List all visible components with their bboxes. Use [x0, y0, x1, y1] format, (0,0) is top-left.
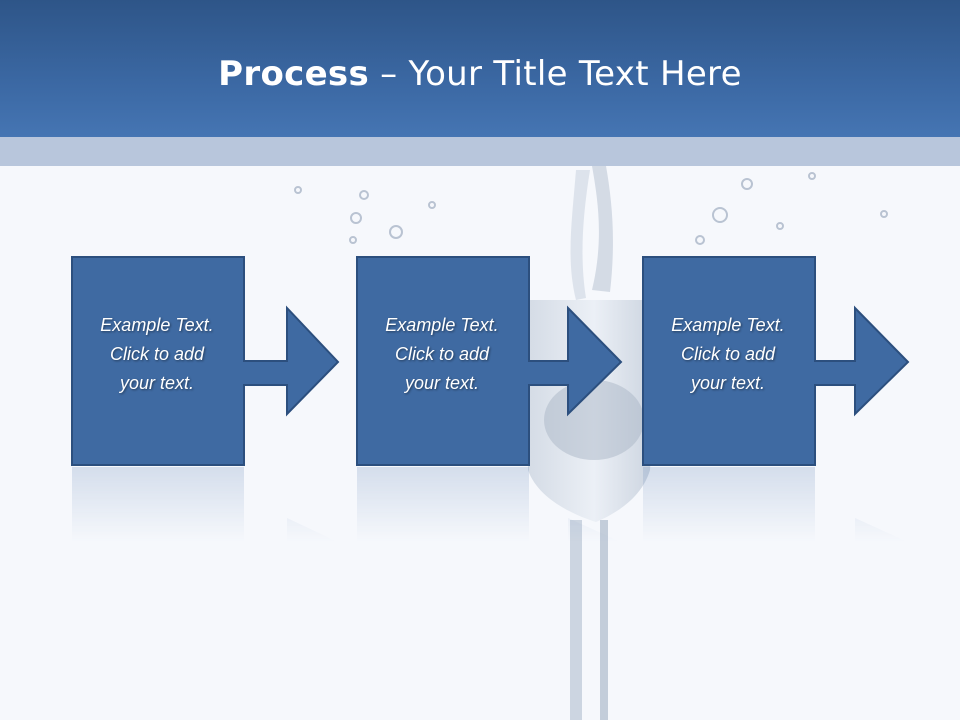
step-text-line: Example Text.: [385, 315, 499, 335]
right-arrow-icon: [71, 256, 340, 466]
step-2-reflection: [357, 467, 621, 542]
step-text-line: Click to add: [680, 344, 776, 364]
step-1-text[interactable]: Example Text. Click to add your text.: [71, 311, 243, 398]
step-text-line: your text.: [690, 373, 766, 393]
process-step-3[interactable]: Example Text. Click to add your text.: [642, 256, 912, 466]
step-text-line: your text.: [404, 373, 480, 393]
step-text-line: your text.: [119, 373, 195, 393]
step-3-text[interactable]: Example Text. Click to add your text.: [642, 311, 814, 398]
step-2-text[interactable]: Example Text. Click to add your text.: [356, 311, 528, 398]
title-sub-band: [0, 137, 960, 166]
step-3-reflection: [643, 467, 908, 542]
step-1-reflection: [72, 467, 338, 542]
right-arrow-icon: [642, 256, 910, 466]
title-rest-text: – Your Title Text Here: [369, 54, 742, 94]
step-text-line: Example Text.: [100, 315, 214, 335]
slide-title[interactable]: Process – Your Title Text Here: [0, 52, 960, 96]
step-text-line: Click to add: [394, 344, 490, 364]
right-arrow-icon: [356, 256, 623, 466]
process-step-1[interactable]: Example Text. Click to add your text.: [71, 256, 341, 466]
step-text-line: Example Text.: [671, 315, 785, 335]
title-bold-text: Process: [218, 54, 370, 94]
step-text-line: Click to add: [109, 344, 205, 364]
process-step-2[interactable]: Example Text. Click to add your text.: [356, 256, 626, 466]
title-band: [0, 0, 960, 137]
